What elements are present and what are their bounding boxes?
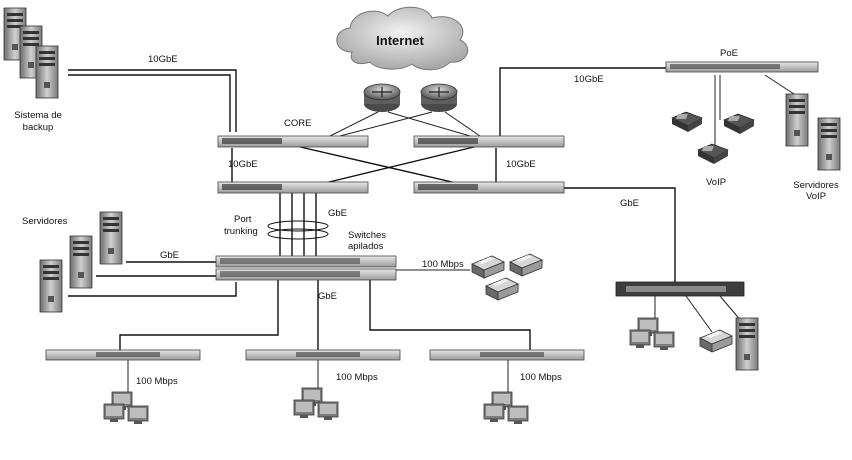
servers-link-label: GbE: [160, 250, 179, 261]
servers-label: Servidores: [22, 216, 68, 227]
right-link-label: GbE: [620, 198, 639, 209]
pc-group-mid: [294, 388, 338, 420]
access-link-label: GbE: [318, 291, 337, 302]
right-pc-group: [630, 318, 674, 350]
internet-label: Internet: [376, 33, 424, 48]
port-trunking-marker: [267, 220, 329, 240]
stacked-label-line2: apilados: [348, 241, 384, 252]
poe-switch: [665, 61, 819, 73]
core-left-link-label: 10GbE: [228, 159, 258, 170]
voip-servers: [785, 93, 841, 171]
printers-link-label: 100 Mbps: [422, 259, 464, 270]
core-label: CORE: [284, 118, 311, 129]
router-left: [363, 83, 401, 112]
pc-group-left: [104, 392, 148, 424]
dist-switch-right: [413, 181, 565, 194]
poe-link-label: 10GbE: [574, 74, 604, 85]
voip-phones: [671, 111, 755, 165]
port-trunking-label-line1: Port: [234, 214, 252, 225]
servers: [39, 211, 123, 313]
voip-servers-label-line2: VoIP: [806, 191, 826, 202]
dist-switch-left: [217, 181, 369, 194]
right-access-switch: [615, 281, 745, 297]
poe-label: PoE: [720, 48, 738, 59]
access-mid-label: 100 Mbps: [336, 372, 378, 383]
stacked-switches: [215, 255, 397, 281]
core-right-link-label: 10GbE: [506, 159, 536, 170]
core-switch-left: [217, 135, 369, 148]
core-switch-right: [413, 135, 565, 148]
access-left-label: 100 Mbps: [136, 376, 178, 387]
right-printer: [699, 329, 733, 353]
backup-label-line2: backup: [23, 122, 54, 133]
trunk-link-label: GbE: [328, 208, 347, 219]
voip-label: VoIP: [706, 177, 726, 188]
backup-link-label: 10GbE: [148, 54, 178, 65]
router-right: [420, 83, 458, 112]
backup-label-line1: Sistema de: [14, 110, 62, 121]
access-switch-right: [429, 349, 585, 361]
printers: [471, 253, 543, 301]
port-trunking-label-line2: trunking: [224, 226, 258, 237]
access-switch-mid: [245, 349, 401, 361]
voip-servers-label-line1: Servidores: [793, 180, 839, 191]
right-server: [735, 317, 759, 371]
access-switch-left: [45, 349, 201, 361]
access-right-label: 100 Mbps: [520, 372, 562, 383]
backup-servers: Sistema de backup: [3, 7, 62, 133]
internet-cloud: Internet: [336, 6, 469, 71]
stacked-label-line1: Switches: [348, 230, 386, 241]
pc-group-right: [484, 392, 528, 424]
